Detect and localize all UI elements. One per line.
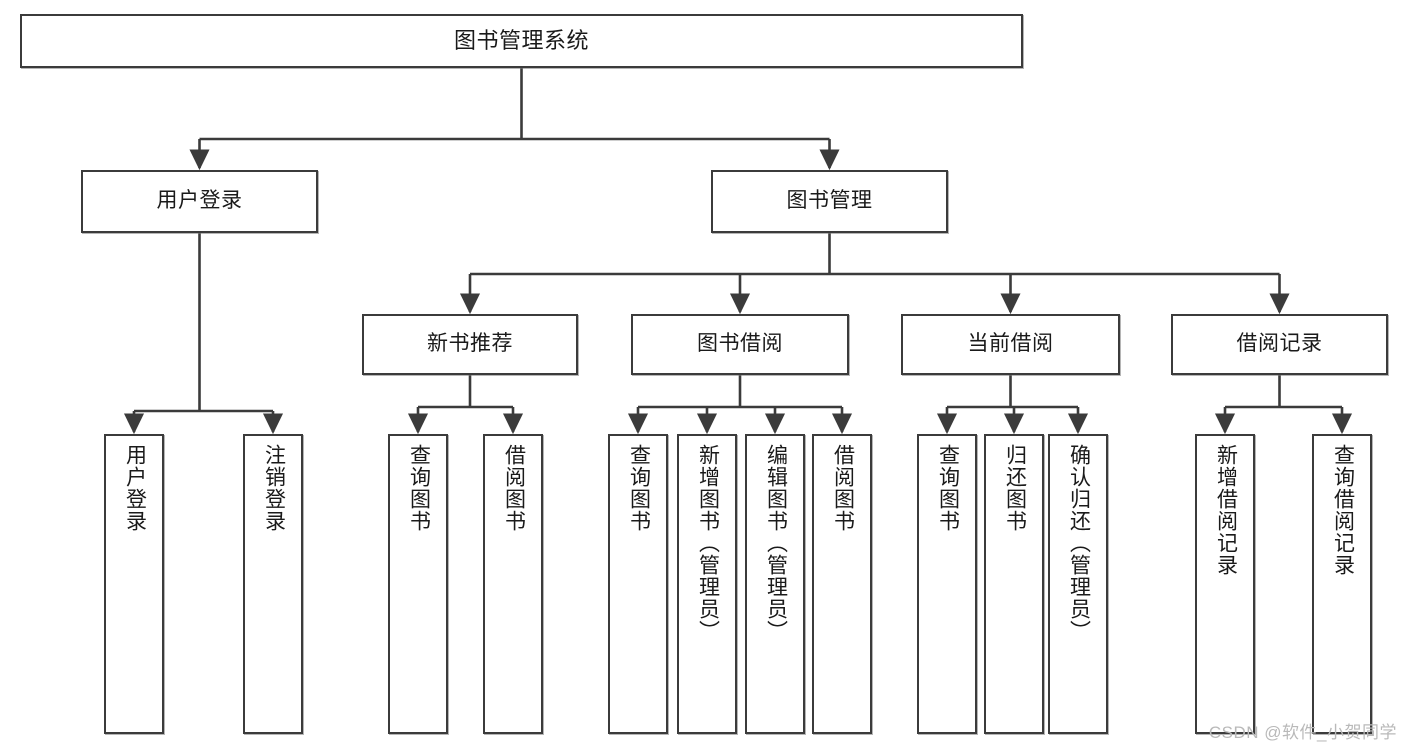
node-leaf-leaf-user-login[interactable]: 用户登录 — [104, 434, 164, 734]
node-label: 当前借阅 — [967, 332, 1054, 356]
node-label: 编辑图书（管理员） — [764, 444, 788, 642]
node-leaf-leaf-return-book[interactable]: 归还图书 — [984, 434, 1044, 734]
node-label: 新增借阅记录 — [1214, 444, 1238, 576]
node-label: 图书管理 — [786, 189, 873, 213]
node-leaf-leaf-add-book[interactable]: 新增图书（管理员） — [677, 434, 737, 734]
node-label: 用户登录 — [123, 444, 147, 532]
node-leaf-leaf-add-record[interactable]: 新增借阅记录 — [1195, 434, 1255, 734]
node-label: 新书推荐 — [427, 332, 513, 356]
node-label: 借阅图书 — [502, 444, 526, 532]
node-label: 查询图书 — [627, 444, 651, 532]
node-user-login[interactable]: 用户登录 — [81, 170, 318, 233]
node-new-book-recommend[interactable]: 新书推荐 — [362, 314, 578, 375]
node-label: 借阅图书 — [831, 444, 855, 532]
node-leaf-leaf-query-book-3[interactable]: 查询图书 — [917, 434, 977, 734]
node-book-management[interactable]: 图书管理 — [711, 170, 948, 233]
node-leaf-leaf-borrow-book-2[interactable]: 借阅图书 — [812, 434, 872, 734]
node-leaf-leaf-borrow-book-1[interactable]: 借阅图书 — [483, 434, 543, 734]
node-leaf-leaf-query-book-2[interactable]: 查询图书 — [608, 434, 668, 734]
node-label: 新增图书（管理员） — [696, 444, 720, 642]
node-label: 注销登录 — [262, 444, 286, 532]
node-borrow-record[interactable]: 借阅记录 — [1171, 314, 1388, 375]
node-label: 借阅记录 — [1236, 332, 1323, 356]
csdn-watermark: CSDN @软件_小贺同学 — [1208, 723, 1397, 742]
node-book-borrow[interactable]: 图书借阅 — [631, 314, 849, 375]
node-leaf-leaf-edit-book[interactable]: 编辑图书（管理员） — [745, 434, 805, 734]
node-label: 归还图书 — [1003, 444, 1027, 532]
node-label: 用户登录 — [156, 189, 243, 213]
node-leaf-leaf-query-record[interactable]: 查询借阅记录 — [1312, 434, 1372, 734]
node-label: 图书借阅 — [697, 332, 783, 356]
node-label: 查询图书 — [407, 444, 431, 532]
node-label: 确认归还（管理员） — [1067, 444, 1091, 642]
node-label: 查询借阅记录 — [1331, 444, 1355, 576]
node-current-borrow[interactable]: 当前借阅 — [901, 314, 1120, 375]
node-label: 图书管理系统 — [453, 28, 589, 54]
node-leaf-leaf-query-book-1[interactable]: 查询图书 — [388, 434, 448, 734]
node-leaf-leaf-logout[interactable]: 注销登录 — [243, 434, 303, 734]
node-label: 查询图书 — [936, 444, 960, 532]
node-leaf-leaf-confirm-return[interactable]: 确认归还（管理员） — [1048, 434, 1108, 734]
node-root-root[interactable]: 图书管理系统 — [20, 14, 1023, 68]
